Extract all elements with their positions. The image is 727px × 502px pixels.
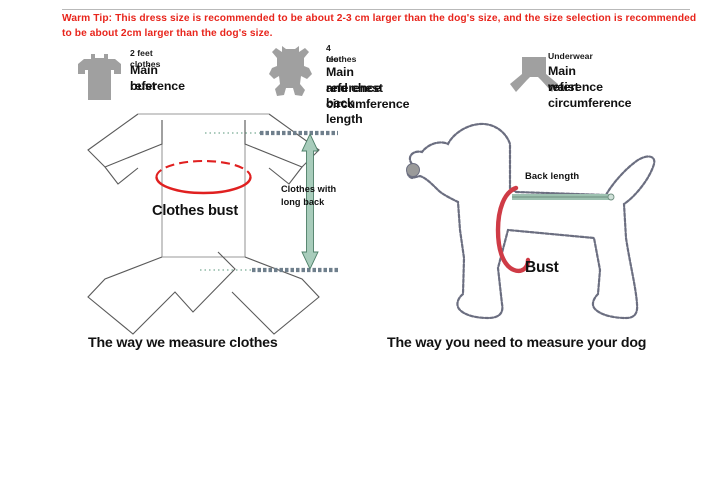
dog-measurement-diagram [406, 122, 656, 320]
clothes-bust-label: Clothes bust [152, 203, 238, 219]
legend-big-label-two-feet-line2: bust [130, 79, 156, 93]
right-panel-caption: The way you need to measure your dog [387, 335, 647, 351]
underwear-icon [508, 56, 560, 96]
back-length-label: Back length [525, 170, 580, 181]
legend-big-label-four-feet-line1: Main reference back length [326, 65, 381, 126]
four-feet-suit-icon [268, 44, 322, 104]
warm-tip-text: Warm Tip: This dress size is recommended… [62, 13, 697, 39]
left-panel-caption: The way we measure clothes [88, 335, 278, 351]
legend-small-label-two-feet: 2 feet clothes [130, 48, 161, 69]
legend-big-label-two-feet-line1: Main reference [130, 63, 185, 93]
dog-bust-ring [495, 185, 531, 274]
top-divider [62, 9, 690, 10]
legend-big-label-underwear-line2: waist circumference [548, 80, 632, 110]
legend-big-label-four-feet-line2: and chest circumference [326, 81, 410, 111]
long-back-double-arrow [301, 132, 319, 271]
legend-big-label-underwear-line1: Main reference [548, 64, 603, 94]
legend-small-label-four-feet-line2: clothes [326, 54, 357, 64]
clothes-bust-ring-solid [155, 176, 252, 195]
legend-small-label-four-feet-line1: 4 feet [326, 43, 342, 64]
dog-bust-label: Bust [525, 259, 559, 276]
clothes-bust-ring-dashed [155, 159, 252, 178]
dog-eye-dot [406, 163, 420, 177]
clothes-with-long-back-label: Clothes with long back [281, 184, 337, 207]
legend-small-label-underwear: Underwear [548, 51, 593, 61]
clothes-measurement-diagram [87, 113, 338, 335]
back-length-measure [512, 193, 615, 201]
two-feet-shirt-icon [74, 50, 124, 102]
